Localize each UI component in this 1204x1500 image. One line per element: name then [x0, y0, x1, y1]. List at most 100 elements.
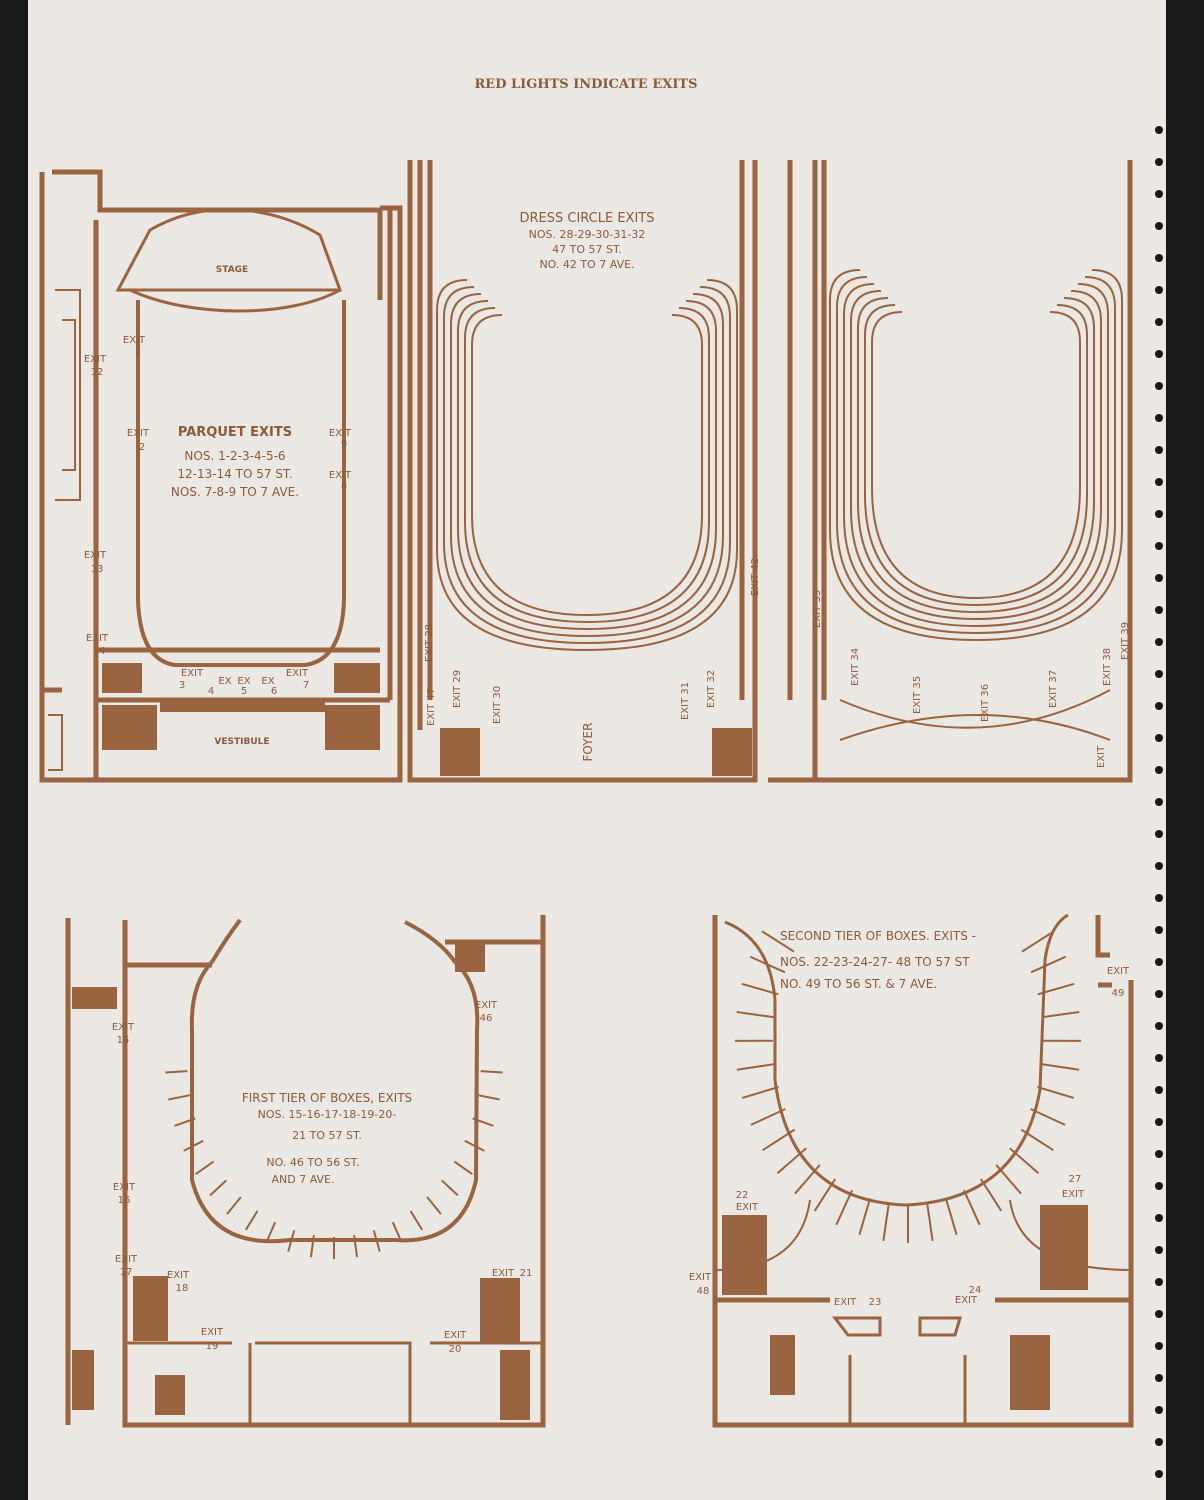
seating-row [850, 290, 1102, 621]
box-partition [1030, 955, 1067, 974]
first-tier-caption-line: NO. 46 TO 56 ST. [266, 1156, 359, 1169]
svg-text:EX: EX [261, 676, 274, 687]
first-tier-lobby [125, 1341, 543, 1425]
box-partition [962, 1189, 981, 1226]
box-partition [464, 1139, 485, 1152]
svg-text:EXIT: EXIT [955, 1295, 978, 1306]
auditorium-outline [136, 300, 346, 667]
box-partition [776, 1147, 807, 1175]
box-partition [245, 1210, 259, 1231]
perforation-hole [1155, 1086, 1163, 1094]
perforation-hole [1155, 1406, 1163, 1414]
dress-circle-walls [407, 160, 758, 783]
svg-text:15: 15 [117, 1035, 130, 1046]
perforation-hole [1155, 862, 1163, 870]
perforation-hole [1155, 1278, 1163, 1286]
perforation-hole [1155, 286, 1163, 294]
svg-text:EXIT: EXIT [167, 1270, 190, 1281]
perforation-hole [1155, 894, 1163, 902]
box-partition [353, 1235, 359, 1258]
svg-text:EXIT: EXIT [736, 1202, 759, 1213]
box-partition [1020, 1128, 1054, 1152]
dress-circle-caption-line: NOS. 28-29-30-31-32 [529, 228, 646, 241]
perforation-hole [1155, 734, 1163, 742]
perforation-hole [1155, 414, 1163, 422]
perforation-hole [1155, 1438, 1163, 1446]
box-partition [835, 1189, 854, 1226]
box-partition [926, 1203, 934, 1242]
exit-label: EXIT 29 [452, 670, 463, 708]
perforation-hole [1155, 1022, 1163, 1030]
exit-label: EXIT 18 [167, 1270, 190, 1294]
first-tier-caption-line: NOS. 15-16-17-18-19-20- [258, 1108, 397, 1121]
first-tier-caption: FIRST TIER OF BOXES, EXITS NOS. 15-16-17… [242, 1091, 412, 1186]
dress-circle-caption-line: 47 TO 57 ST. [552, 243, 622, 256]
seating-row [836, 276, 1116, 635]
box-partition [309, 1235, 315, 1258]
balcony-exit-labels: EXIT 33 EXIT 34 EXIT 35 EXIT 36 EXIT 37 … [812, 590, 1131, 768]
box-partition [453, 1160, 473, 1176]
exit-label: EXIT 36 [980, 684, 991, 722]
svg-text:EXIT: EXIT [834, 1297, 857, 1308]
perforation-hole [1155, 158, 1163, 166]
exit-label: EXIT 39 [1120, 622, 1131, 660]
foyer-label: FOYER [581, 723, 595, 762]
first-tier-caption-line: 21 TO 57 ST. [292, 1129, 362, 1142]
perforation-hole [1155, 798, 1163, 806]
svg-text:19: 19 [206, 1341, 219, 1352]
perforation-hole [1155, 478, 1163, 486]
svg-text:EXIT: EXIT [127, 428, 150, 439]
perforation-hole [1155, 222, 1163, 230]
dress-circle-caption-title: DRESS CIRCLE EXITS [519, 211, 654, 226]
box-partition [882, 1203, 890, 1242]
box-partition [472, 1117, 494, 1127]
svg-text:EX: EX [218, 676, 231, 687]
perforation-hole [1155, 126, 1163, 134]
second-tier-box-partitions [734, 930, 1082, 1243]
perforation-hole [1155, 1470, 1163, 1478]
svg-text:12: 12 [91, 367, 104, 378]
svg-text:9: 9 [341, 439, 347, 450]
seating-row [864, 304, 1088, 607]
svg-text:18: 18 [176, 1283, 189, 1294]
first-tier-box-partitions [165, 1070, 503, 1259]
svg-text:13: 13 [91, 564, 104, 575]
svg-text:3: 3 [179, 680, 185, 691]
exit-label: EXIT 31 [680, 682, 691, 720]
second-tier-box-front [724, 913, 1069, 1207]
dress-circle-caption-line: NO. 42 TO 7 AVE. [539, 258, 634, 271]
box-partition [761, 930, 795, 953]
exit-label: EX4 [208, 676, 232, 697]
box-partition [477, 1094, 500, 1101]
balcony-cross-aisle [839, 714, 1111, 741]
first-tier-caption-title: FIRST TIER OF BOXES, EXITS [242, 1091, 412, 1105]
first-tier-box-front [189, 960, 480, 1244]
box-partition [741, 1086, 779, 1099]
svg-text:EXIT: EXIT [689, 1272, 712, 1283]
box-partition [265, 1221, 277, 1243]
perforation-hole [1155, 190, 1163, 198]
box-partition [409, 1210, 423, 1231]
box-partition [195, 1160, 215, 1176]
balcony-walls [768, 160, 1133, 783]
second-tier-walls [712, 915, 1134, 1428]
box-partition [995, 1164, 1022, 1195]
perforation-hole [1155, 318, 1163, 326]
stage-label: STAGE [216, 265, 248, 275]
exit-label: EX5 [237, 676, 250, 697]
perforation-hole [1155, 574, 1163, 582]
perforation-hole [1155, 1246, 1163, 1254]
box-partition [736, 1011, 775, 1019]
dress-circle-stairs [440, 728, 752, 776]
